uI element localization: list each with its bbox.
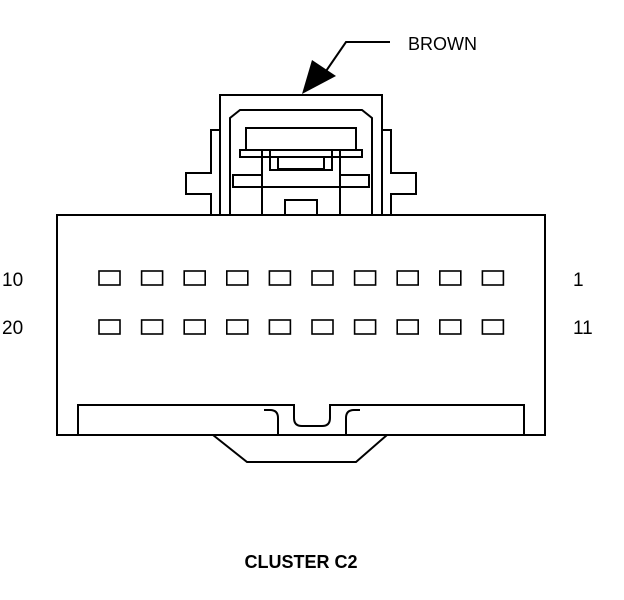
- pin-label-bottom-right: 11: [573, 318, 593, 339]
- pin-cavity-5: [311, 270, 334, 286]
- pin-cavity-20: [98, 319, 121, 335]
- pin-cavity-13: [396, 319, 420, 335]
- pin-cavity-12: [438, 319, 462, 335]
- pin-cavities: [98, 270, 505, 335]
- pin-cavity-19: [140, 319, 164, 335]
- pin-label-top-right: 1: [573, 270, 584, 291]
- connector-body: [56, 214, 546, 436]
- pin-cavity-4: [353, 270, 377, 286]
- pin-cavity-1: [481, 270, 505, 286]
- wire-color-label: BROWN: [408, 34, 477, 54]
- pin-cavity-8: [183, 270, 206, 286]
- lock-assembly: [185, 94, 417, 216]
- color-pointer: BROWN: [302, 34, 477, 94]
- pin-cavity-16: [268, 319, 292, 335]
- arrow-head: [302, 60, 336, 94]
- pin-cavity-7: [226, 270, 249, 286]
- bottom-key: [212, 434, 388, 463]
- latch-notch: [264, 409, 360, 435]
- pointer-leader: [323, 41, 390, 75]
- pin-cavity-6: [268, 270, 292, 286]
- connector-housing: [56, 94, 546, 463]
- pin-cavity-2: [438, 270, 462, 286]
- pin-cavity-15: [311, 319, 334, 335]
- pin-label-bottom-left: 20: [2, 318, 23, 339]
- pin-cavity-3: [396, 270, 420, 286]
- connector-title: CLUSTER C2: [244, 552, 357, 572]
- latch-channel: [77, 404, 525, 435]
- pin-cavity-18: [183, 319, 206, 335]
- pin-cavity-17: [226, 319, 249, 335]
- pin-cavity-14: [353, 319, 377, 335]
- pin-cavity-9: [140, 270, 164, 286]
- pin-cavity-11: [481, 319, 505, 335]
- pin-cavity-10: [98, 270, 121, 286]
- pin-label-top-left: 10: [2, 270, 23, 291]
